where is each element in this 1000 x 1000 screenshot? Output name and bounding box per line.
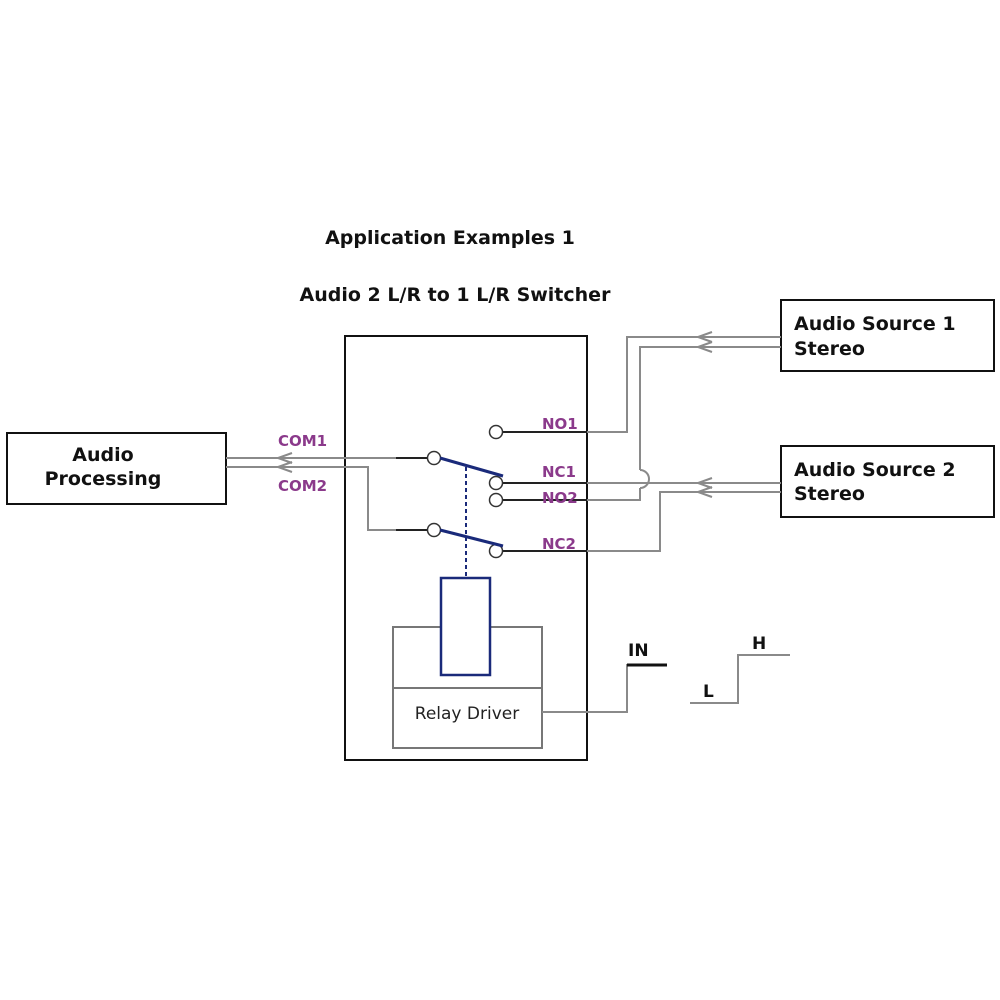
relay-switch [439, 456, 504, 578]
pin-labels: COM1 COM2 NO1 NC1 NO2 NC2 [278, 415, 578, 553]
com2-label: COM2 [278, 477, 327, 495]
com1-arrow-icon [275, 452, 293, 464]
no1-label: NO1 [542, 415, 578, 433]
audio-processing-box [6, 432, 227, 505]
audio-source-2-box [780, 445, 995, 518]
switch-blade-2 [439, 528, 504, 548]
source-1-wires [587, 331, 781, 501]
source-2-wires [587, 477, 781, 552]
source-2-arrow-2-icon [695, 486, 713, 498]
input-label: IN [628, 641, 649, 661]
nc2-label: NC2 [542, 535, 576, 553]
nc1-contact [488, 475, 504, 491]
diagram-title: Application Examples 1 [325, 227, 575, 249]
switch-blade-1 [439, 456, 504, 478]
com-wires [226, 452, 429, 531]
relay-driver-label: Relay Driver [415, 704, 519, 724]
com2-contact [426, 522, 442, 538]
audio-source-2-label-line2: Stereo [794, 483, 865, 505]
relay-contacts [426, 424, 504, 559]
source-1-right-wire-lower [587, 488, 641, 501]
audio-processing-label-line1: Audio [72, 444, 133, 466]
com1-label: COM1 [278, 432, 327, 450]
relay-driver-block: Relay Driver [392, 576, 543, 749]
com1-contact [426, 450, 442, 466]
audio-source-2-label-line1: Audio Source 2 [794, 459, 956, 481]
source-2-arrow-1-icon [695, 477, 713, 489]
wire-crossover-hop [639, 469, 650, 489]
logic-level-indicator: L H [690, 634, 790, 704]
source-1-left-wire [587, 336, 781, 433]
nc1-label: NC1 [542, 463, 576, 481]
audio-processing-block: Audio Processing [6, 432, 227, 505]
audio-source-1-label-line2: Stereo [794, 338, 865, 360]
audio-source-1-block: Audio Source 1 Stereo [780, 299, 995, 372]
diagram-subtitle: Audio 2 L/R to 1 L/R Switcher [300, 284, 612, 306]
source-1-right-wire-upper [639, 346, 781, 470]
audio-source-1-box [780, 299, 995, 372]
logic-step-wire [690, 654, 790, 704]
relay-coil [439, 576, 492, 677]
no2-label: NO2 [542, 489, 578, 507]
audio-source-1-label-line1: Audio Source 1 [794, 313, 956, 335]
audio-processing-label-line2: Processing [45, 468, 162, 490]
no1-contact [488, 424, 504, 440]
no2-contact [488, 492, 504, 508]
low-level-label: L [703, 682, 714, 702]
source-1-arrow-2-icon [695, 341, 713, 353]
source-2-right-wire [587, 491, 781, 552]
audio-source-2-block: Audio Source 2 Stereo [780, 445, 995, 518]
control-input: IN [542, 641, 667, 713]
com2-wire [226, 466, 396, 531]
terminal-leads [500, 431, 587, 552]
com2-arrow-icon [275, 461, 293, 473]
high-level-label: H [752, 634, 766, 654]
source-1-arrow-1-icon [695, 331, 713, 343]
